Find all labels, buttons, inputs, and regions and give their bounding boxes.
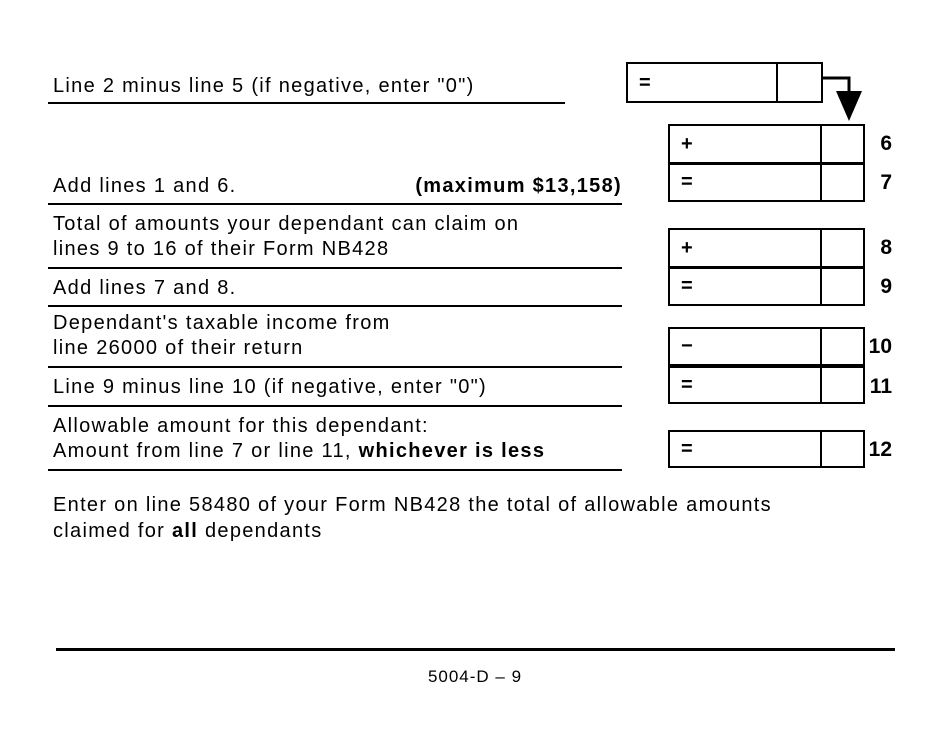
label-segment-bold: whichever is less <box>358 440 546 462</box>
minus-operator: − <box>681 335 693 358</box>
label-underline <box>48 366 622 368</box>
closing-instruction: Enter on line 58480 of your Form NB428 t… <box>53 492 772 544</box>
line-number-9: 9 <box>880 275 892 298</box>
label-underline <box>48 267 622 269</box>
label-underline <box>48 102 565 104</box>
line-number-6: 6 <box>880 132 892 155</box>
cents-cell-line6[interactable] <box>820 126 863 162</box>
label-line9-minus-line10: Line 9 minus line 10 (if negative, enter… <box>53 376 488 398</box>
label-line: Dependant's taxable income from <box>53 312 391 334</box>
equals-operator: = <box>681 438 693 460</box>
calc-box-lines8-9: + = <box>668 228 865 306</box>
closing-segment: claimed for <box>53 520 172 542</box>
amount-cell-line12[interactable]: = <box>670 432 820 466</box>
label-line2-minus-line5: Line 2 minus line 5 (if negative, enter … <box>53 75 475 97</box>
amount-cell-line10[interactable]: − <box>670 329 820 364</box>
label-allowable-amount: Allowable amount for this dependant: Amo… <box>53 414 545 464</box>
label-add-lines-7-and-8: Add lines 7 and 8. <box>53 277 237 299</box>
label-segment: Amount from line 7 or line 11, <box>53 440 359 462</box>
label-dependant-claim-total: Total of amounts your dependant can clai… <box>53 212 519 262</box>
calc-box-lines6-7: + = <box>668 124 865 202</box>
line11-row: = <box>670 363 863 403</box>
closing-line1: Enter on line 58480 of your Form NB428 t… <box>53 494 772 516</box>
equals-operator: = <box>681 275 693 298</box>
amount-cell-line11[interactable]: = <box>670 368 820 403</box>
maximum-note: (maximum $13,158) <box>415 175 622 197</box>
cents-cell-line12[interactable] <box>820 432 863 466</box>
label-line: line 26000 of their return <box>53 337 304 359</box>
label-add-lines-1-and-6: Add lines 1 and 6. <box>53 175 237 197</box>
closing-segment: dependants <box>198 520 323 542</box>
label-line: Total of amounts your dependant can clai… <box>53 213 520 235</box>
label-underline <box>48 405 622 407</box>
label-underline <box>48 469 622 471</box>
result-row: = <box>628 64 821 101</box>
cents-cell-line9[interactable] <box>820 268 863 304</box>
cents-cell-result[interactable] <box>776 64 821 101</box>
equals-operator: = <box>681 171 693 194</box>
cents-cell-line7[interactable] <box>820 164 863 200</box>
equals-operator: = <box>639 71 651 94</box>
closing-line2: claimed for all dependants <box>53 518 772 544</box>
line-number-11: 11 <box>869 375 892 398</box>
plus-operator: + <box>681 132 693 155</box>
footer-page-label: 5004-D – 9 <box>427 667 523 686</box>
equals-operator: = <box>681 373 693 396</box>
calc-box-line12: = <box>668 430 865 468</box>
line-number-8: 8 <box>880 236 892 259</box>
line7-row: = <box>670 161 863 201</box>
amount-cell-line7[interactable]: = <box>670 165 820 201</box>
line9-row: = <box>670 265 863 305</box>
line-number-10: 10 <box>868 335 892 358</box>
amount-cell-line6[interactable]: + <box>670 126 820 162</box>
calc-box-lines10-11: − = <box>668 327 865 404</box>
label-line: lines 9 to 16 of their Form NB428 <box>53 238 390 260</box>
line-number-7: 7 <box>880 171 892 194</box>
line8-row: + <box>670 230 863 266</box>
line12-row: = <box>670 432 863 466</box>
label-underline <box>48 305 622 307</box>
label-line: Allowable amount for this dependant: <box>53 415 429 437</box>
cents-cell-line10[interactable] <box>820 329 863 364</box>
label-dependant-taxable-income: Dependant's taxable income from line 260… <box>53 311 391 361</box>
amount-cell-line8[interactable]: + <box>670 230 820 266</box>
line6-row: + <box>670 126 863 162</box>
line10-row: − <box>670 329 863 364</box>
closing-segment-bold: all <box>171 520 199 542</box>
footer-rule <box>56 648 895 651</box>
calc-box-result: = <box>626 62 823 103</box>
amount-cell-result[interactable]: = <box>628 64 776 101</box>
amount-cell-line9[interactable]: = <box>670 269 820 305</box>
flow-arrow-icon <box>822 76 862 121</box>
cents-cell-line11[interactable] <box>820 367 863 402</box>
label-underline <box>48 203 622 205</box>
line-number-12: 12 <box>868 438 892 461</box>
cents-cell-line8[interactable] <box>820 230 863 266</box>
plus-operator: + <box>681 236 693 259</box>
label-line: Amount from line 7 or line 11, whichever… <box>53 439 545 464</box>
